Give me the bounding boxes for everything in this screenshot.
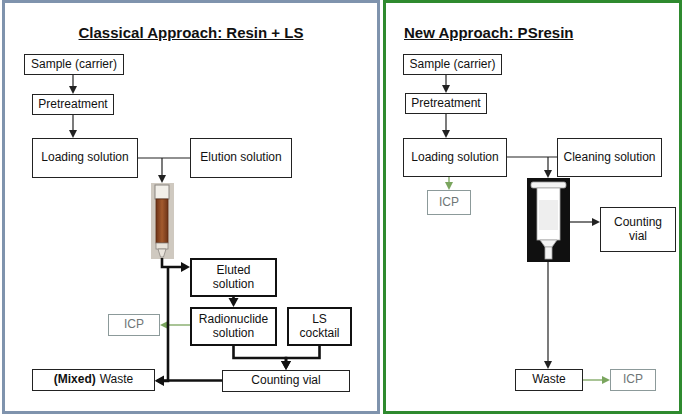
column-photo-ground — [151, 183, 174, 259]
box-label: Pretreatment — [411, 97, 480, 111]
icp-box: ICP — [108, 314, 160, 336]
counting-vial-box: Counting vial — [222, 370, 350, 392]
arrow-head — [544, 170, 552, 178]
feed-lines — [138, 158, 190, 177]
arrow-head — [155, 376, 164, 386]
flow-line — [161, 158, 162, 177]
column-outflow — [162, 258, 182, 381]
flow-arrow — [583, 376, 610, 384]
flow-arrow — [234, 346, 292, 370]
arrow-head — [158, 175, 166, 183]
box-label: Radionuclide solution — [195, 313, 272, 341]
box-label: (Mixed) — [54, 373, 96, 387]
connector-line — [72, 115, 73, 132]
panel-heading: Classical Approach: Resin + LS — [5, 24, 377, 41]
connector-line — [234, 346, 287, 364]
solution-box: Radionuclide solution — [190, 307, 277, 346]
feed-lines — [507, 157, 592, 361]
column-frit — [156, 243, 168, 249]
flow-arrow — [445, 177, 453, 190]
flow-line — [547, 157, 548, 172]
arrow-head — [155, 376, 164, 386]
arrow-head — [602, 376, 610, 384]
arrow-head — [69, 86, 77, 94]
flow-arrow — [442, 75, 450, 93]
arrow-head — [281, 361, 291, 370]
flow-arrow — [160, 321, 190, 329]
icp-box: ICP — [427, 190, 471, 215]
cartridge-illustration — [527, 178, 570, 262]
box-label: Loading solution — [41, 151, 128, 165]
process-box: Pretreatment — [405, 93, 487, 114]
arrow-head — [281, 361, 291, 370]
arrow-head — [442, 85, 450, 93]
solution-box: Elution solution — [190, 138, 292, 178]
solution-box: Loading solution — [32, 138, 138, 178]
icp-box: ICP — [610, 369, 656, 391]
flow-line — [138, 157, 190, 158]
arrow-head — [181, 262, 190, 272]
solution-box: Eluted solution — [190, 258, 277, 297]
approach-panel: New Approach: PSresinSample (carrier) Pre… — [383, 0, 682, 414]
counting-vial-box: Counting vial — [600, 207, 676, 252]
arrow-head — [229, 298, 239, 307]
box-label: Counting vial — [251, 374, 320, 388]
arrow-head — [445, 182, 453, 190]
waste-box: (Mixed) Waste — [32, 369, 155, 391]
cartridge-photo-ground — [527, 178, 570, 262]
cartridge-resin — [539, 200, 558, 230]
box-label: LS cocktail — [292, 313, 347, 341]
cartridge-flange — [531, 182, 566, 188]
flow-arrow — [229, 297, 239, 307]
box-label: Loading solution — [411, 151, 498, 165]
approach-panel: Classical Approach: Resin + LS Sample (ca… — [2, 0, 380, 414]
flow-line — [162, 258, 182, 267]
box-label: Waste — [532, 373, 566, 387]
waste-box: Waste — [515, 369, 583, 391]
box-label: Elution solution — [200, 151, 281, 165]
connector-line — [286, 346, 320, 364]
solution-box: Cleaning solution — [557, 138, 662, 177]
box-label: Sample (carrier) — [409, 58, 495, 72]
connector-line — [583, 379, 604, 380]
column-tip — [158, 249, 166, 257]
cocktail-box: LS cocktail — [287, 307, 352, 346]
resin-bed — [156, 199, 168, 243]
flow-line — [547, 262, 548, 361]
process-box: Sample (carrier) — [24, 54, 124, 75]
box-label: Cleaning solution — [563, 151, 655, 165]
cartridge-shoulder — [540, 240, 557, 247]
solution-box: Loading solution — [403, 138, 507, 177]
column-reservoir — [155, 185, 169, 199]
box-label: Sample (carrier) — [31, 58, 117, 72]
box-label: Pretreatment — [38, 98, 107, 112]
flow-arrow — [281, 346, 320, 370]
box-label: ICP — [124, 318, 144, 332]
process-box: Pretreatment — [32, 94, 114, 115]
resin-column — [151, 183, 174, 259]
flow-line — [570, 221, 592, 222]
arrow-head — [69, 130, 77, 138]
cartridge-tip — [545, 247, 552, 259]
process-box: Sample (carrier) — [403, 54, 502, 75]
arrow-head — [544, 361, 552, 369]
cartridge-body — [537, 188, 560, 240]
box-label: ICP — [439, 196, 459, 210]
connector-line — [161, 379, 222, 382]
flow-arrow — [69, 115, 77, 138]
box-label: Waste — [100, 373, 134, 387]
connector-line — [445, 114, 446, 132]
panel-heading: New Approach: PSresin — [386, 24, 679, 41]
flow-line — [507, 156, 557, 157]
flow-arrow — [69, 75, 77, 94]
box-label: ICP — [623, 373, 643, 387]
box-label: Eluted solution — [195, 264, 272, 292]
flow-line — [163, 267, 168, 381]
flow-arrow — [442, 114, 450, 138]
box-label: Counting vial — [604, 216, 672, 244]
arrow-head — [442, 130, 450, 138]
arrow-head — [592, 218, 600, 226]
